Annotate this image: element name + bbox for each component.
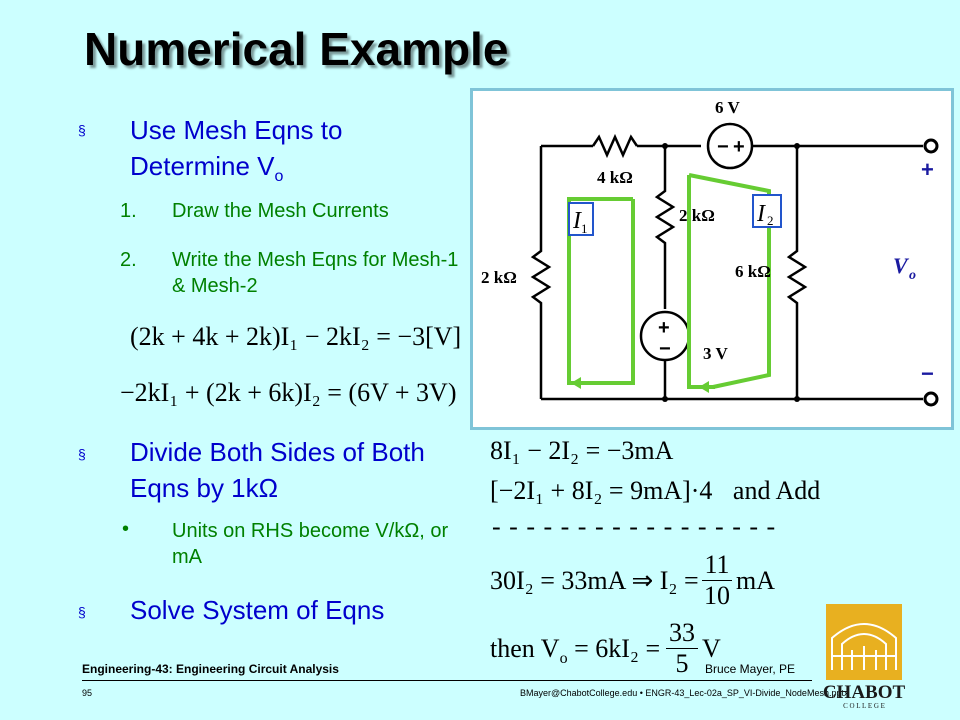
vo-minus: −: [921, 361, 934, 386]
fraction-denominator: 10: [702, 580, 732, 610]
terminal-bottom: [923, 391, 939, 407]
bullet-marker: §: [78, 122, 86, 138]
vo-subscript: o: [909, 268, 916, 283]
label-2k-left: 2 kΩ: [481, 268, 517, 287]
fraction-numerator: 33: [669, 618, 695, 647]
resistor-6k: [786, 146, 808, 399]
reduced-eq2-and-add: and Add: [732, 476, 821, 505]
resistor-2k-left: [530, 146, 552, 399]
resistor-4k: [591, 133, 639, 159]
label-4k: 4 kΩ: [597, 168, 633, 187]
solution-i2-fraction: 11 10: [702, 550, 732, 611]
i1-label-box: [568, 202, 594, 236]
units-dot: •: [122, 518, 130, 540]
source-3v-plus: +: [658, 317, 670, 339]
footer-author: Bruce Mayer, PE: [705, 662, 796, 676]
junction-dot: [662, 143, 668, 149]
vo-label: V: [893, 253, 910, 278]
vo-plus: +: [921, 157, 934, 182]
solution-vo-subscript: o: [559, 650, 568, 668]
chabot-college-logo: CHABOT C O L L E G E: [818, 600, 910, 710]
mesh2-equation: −2kI₁ + (2k + 6k)I₂ = (6V + 3V): [120, 378, 457, 407]
bullet-marker: §: [78, 446, 86, 462]
solution-i2-unit: mA: [736, 566, 775, 595]
mesh-loop-1-right: [591, 199, 635, 385]
bullet-mesh-subscript: o: [274, 168, 284, 186]
solution-i2-body: 30I₂ = 33mA ⇒ I₂ =: [490, 566, 699, 595]
resistor-2k-mid: [654, 146, 676, 309]
source-6v-plus: +: [733, 136, 745, 158]
bullet-mesh-eqns: Use Mesh Eqns to Determine Vo: [130, 112, 430, 195]
reduced-eq2-body: [−2I₁ + 8I₂ = 9mA]·4: [490, 476, 713, 505]
i1-subscript: 1: [581, 221, 588, 236]
step1-text: Draw the Mesh Currents: [172, 200, 389, 222]
source-6v: [706, 122, 754, 170]
circuit-schematic: 6 V 4 kΩ 2 kΩ 2 kΩ 6 kΩ 3 V I I 1 2 − + …: [481, 98, 939, 407]
mesh1-equation: (2k + 4k + 2k)I₁ − 2kI₂ = −3[V]: [130, 322, 462, 351]
terminal-top: [923, 138, 939, 154]
logo-graphic: CHABOT C O L L E G E: [823, 604, 906, 710]
step1-number: 1.: [120, 200, 137, 222]
junction-dot: [794, 143, 800, 149]
solution-vo-fraction: 33 5: [666, 618, 698, 679]
label-6k: 6 kΩ: [735, 262, 771, 281]
units-text: Units on RHS become V/kΩ, or mA: [172, 520, 449, 568]
footer-email: BMayer@ChabotCollege.edu • ENGR-43_Lec-0…: [520, 688, 849, 698]
step2-text: Write the Mesh Eqns for Mesh-1 & Mesh-2: [172, 249, 459, 297]
solution-vo-then: then V: [490, 634, 560, 663]
label-6v: 6 V: [715, 98, 740, 117]
fraction-denominator: 5: [666, 648, 698, 679]
mesh-loop-2-arrow: [699, 381, 709, 393]
solution-vo-unit: V: [702, 634, 721, 663]
logo-sub: C O L L E G E: [843, 702, 885, 710]
i2-label: I: [756, 201, 766, 227]
circuit-diagram: 6 V 4 kΩ 2 kΩ 2 kΩ 6 kΩ 3 V I I 1 2 − + …: [470, 88, 954, 430]
slide-title: Numerical Example: [84, 23, 509, 75]
junction-dot: [794, 396, 800, 402]
step2-number: 2.: [120, 249, 137, 271]
source-6v-minus: −: [717, 136, 729, 158]
bullet-marker: §: [78, 604, 86, 620]
i2-label-box: [752, 194, 782, 228]
page-number: 95: [82, 688, 93, 698]
footer-divider: [82, 680, 812, 681]
solution-vo-mid: = 6kI₂ =: [574, 634, 661, 663]
reduced-eq2: [−2I₁ + 8I₂ = 9mA]·4 and Add: [490, 476, 820, 506]
mesh-loop-1-arrow: [571, 377, 581, 389]
mesh-loop-2-right: [688, 173, 771, 389]
dashed-separator: - - - - - - - - - - - - - - - - -: [492, 512, 777, 541]
i2-subscript: 2: [767, 213, 774, 228]
junction-dot: [662, 396, 668, 402]
solution-i2: 30I₂ = 33mA ⇒ I₂ =: [490, 566, 699, 596]
source-3v-minus: −: [659, 338, 671, 360]
fraction-numerator: 11: [704, 550, 730, 579]
bullet-divide: Divide Both Sides of Both Eqns by 1kΩ: [130, 437, 425, 503]
i1-label: I: [572, 208, 582, 234]
label-3v: 3 V: [703, 344, 728, 363]
bullet-solve: Solve System of Eqns: [130, 595, 385, 625]
logo-name: CHABOT: [823, 682, 906, 703]
bullet-mesh-text: Use Mesh Eqns to Determine V: [130, 115, 343, 181]
footer-course: Engineering-43: Engineering Circuit Anal…: [82, 662, 339, 676]
reduced-eq1: 8I₁ − 2I₂ = −3mA: [490, 436, 674, 465]
solution-vo: then Vo = 6kI₂ =: [490, 634, 660, 668]
label-2k-mid: 2 kΩ: [679, 206, 715, 225]
